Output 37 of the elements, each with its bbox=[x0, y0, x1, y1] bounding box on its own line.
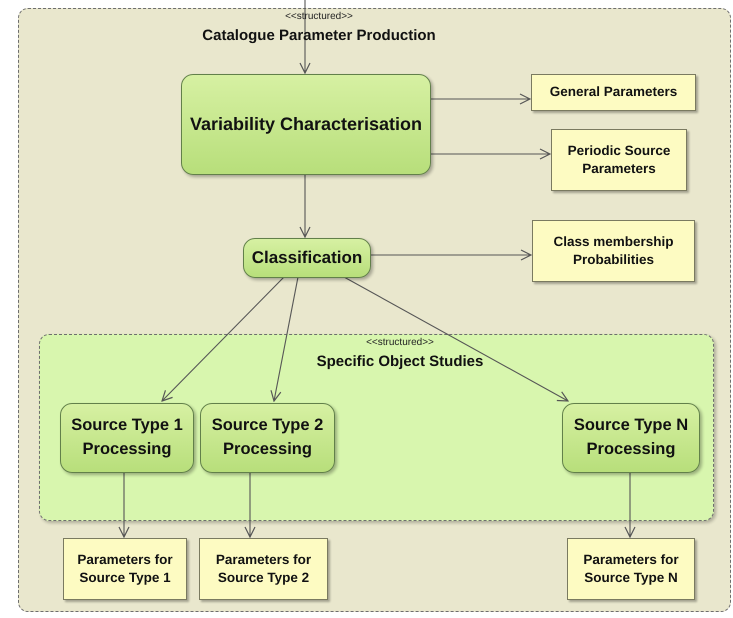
output-name: Periodic Source Parameters bbox=[566, 142, 672, 178]
output-name: Class membership Probabilities bbox=[552, 232, 675, 269]
arrow bbox=[161, 276, 284, 402]
output-box bbox=[551, 129, 687, 191]
activity-box bbox=[243, 238, 371, 278]
output-box bbox=[532, 220, 695, 282]
activity-name: Source Type 2 Processing bbox=[210, 415, 324, 460]
arrow bbox=[624, 471, 636, 538]
package-frame bbox=[39, 334, 714, 521]
output-box bbox=[63, 538, 187, 600]
activity-box bbox=[181, 74, 431, 175]
arrow bbox=[299, 0, 311, 74]
output-box bbox=[199, 538, 328, 600]
activity-name: Source Type N Processing bbox=[572, 415, 690, 460]
activity-name: Source Type 1 Processing bbox=[70, 415, 184, 460]
output-name: Parameters for Source Type N bbox=[582, 550, 680, 587]
stereotype-label: <<structured>> bbox=[365, 337, 435, 348]
activity-box bbox=[562, 403, 700, 473]
arrow bbox=[299, 174, 311, 238]
output-name: Parameters for Source Type 1 bbox=[76, 550, 174, 587]
package-title: Specific Object Studies bbox=[316, 353, 484, 370]
package-frame bbox=[18, 8, 731, 612]
output-name: General Parameters bbox=[550, 83, 678, 102]
arrow bbox=[430, 93, 531, 105]
arrow bbox=[244, 471, 256, 538]
arrow bbox=[344, 276, 569, 402]
activity-name: Classification bbox=[252, 246, 362, 269]
output-box bbox=[531, 74, 696, 111]
arrow bbox=[370, 249, 532, 261]
activity-box bbox=[200, 403, 335, 473]
activity-name: Variability Characterisation bbox=[190, 113, 422, 136]
arrow bbox=[430, 148, 551, 160]
output-box bbox=[567, 538, 695, 600]
arrow bbox=[270, 276, 299, 402]
activity-box bbox=[60, 403, 194, 473]
output-name: Parameters for Source Type 2 bbox=[214, 550, 312, 587]
arrow bbox=[118, 471, 130, 538]
